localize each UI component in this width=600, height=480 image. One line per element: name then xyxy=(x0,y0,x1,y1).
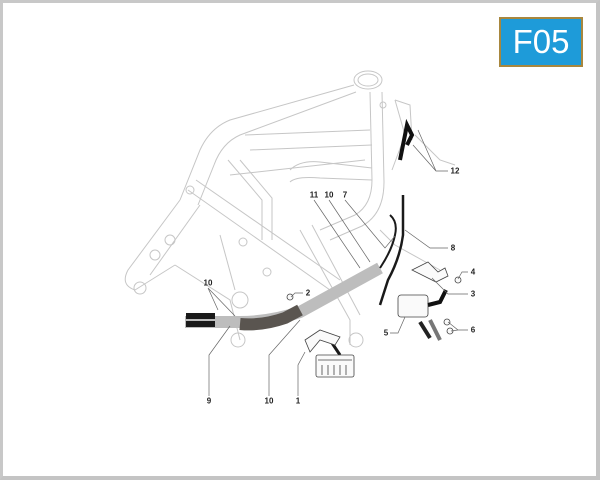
callout-10-bottom: 10 xyxy=(264,396,274,406)
harness-parts xyxy=(286,261,462,378)
callout-7: 7 xyxy=(342,190,348,200)
callout-12: 12 xyxy=(450,166,460,176)
callout-10-left: 10 xyxy=(203,278,213,288)
callout-6: 6 xyxy=(470,325,476,335)
callout-5: 5 xyxy=(383,328,389,338)
callout-4: 4 xyxy=(470,267,476,277)
callout-3: 3 xyxy=(470,289,476,299)
leader-lines xyxy=(207,129,468,396)
callout-9: 9 xyxy=(206,396,212,406)
callout-11: 11 xyxy=(309,190,319,200)
callout-1: 1 xyxy=(295,396,301,406)
callout-2: 2 xyxy=(305,288,311,298)
callout-10-top: 10 xyxy=(324,190,334,200)
figure-code-badge: F05 xyxy=(499,17,583,67)
callout-8: 8 xyxy=(450,243,456,253)
